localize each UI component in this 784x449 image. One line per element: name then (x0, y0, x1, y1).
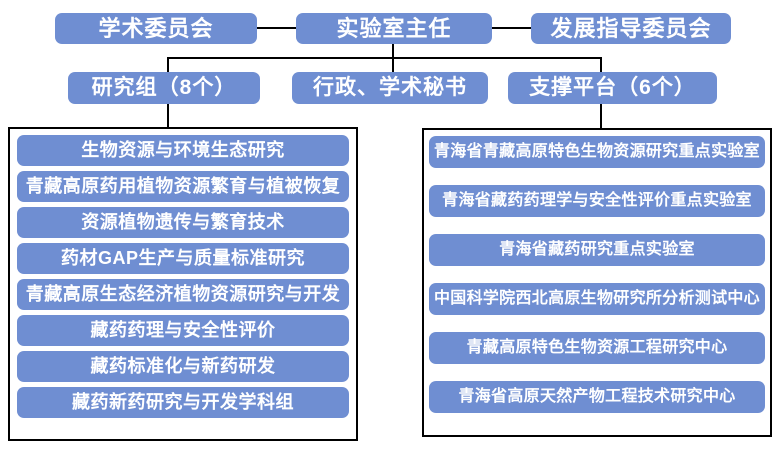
research-group-item: 藏药新药研究与开发学科组 (17, 387, 349, 418)
support-platform-item: 青海省藏药研究重点实验室 (429, 234, 765, 266)
research-group-item: 藏药标准化与新药研发 (17, 351, 349, 382)
support-platform-item-label: 青海省藏药药理学与安全性评价重点实验室 (442, 191, 752, 209)
box-lab-director: 实验室主任 (296, 13, 492, 44)
box-secretary-label: 行政、学术秘书 (313, 75, 467, 99)
research-group-item-label: 青藏高原药用植物资源繁育与植被恢复 (25, 176, 341, 197)
research-group-item-label: 生物资源与环境生态研究 (81, 140, 285, 161)
box-academic-committee: 学术委员会 (55, 13, 257, 44)
box-lab-director-label: 实验室主任 (336, 15, 452, 41)
research-group-item: 青藏高原药用植物资源繁育与植被恢复 (17, 171, 349, 202)
support-platform-item-label: 青海省青藏高原特色生物资源研究重点实验室 (433, 142, 760, 160)
connector-director-drop (392, 44, 394, 58)
connector-drop-research (167, 58, 169, 72)
connector-drop-secretary (392, 58, 394, 72)
connector-top-left (257, 27, 296, 29)
research-group-item: 青藏高原生态经济植物资源研究与开发 (17, 279, 349, 310)
research-group-item-label: 青藏高原生态经济植物资源研究与开发 (25, 284, 341, 305)
support-platform-item: 青藏高原特色生物资源工程研究中心 (429, 332, 765, 364)
connector-drop-support (600, 58, 602, 72)
support-platform-item-label: 青藏高原特色生物资源工程研究中心 (466, 338, 728, 356)
support-platform-item: 青海省高原天然产物工程技术研究中心 (429, 381, 765, 413)
research-group-item-label: 藏药标准化与新药研发 (90, 356, 276, 377)
connector-research-to-frame (167, 104, 169, 127)
connector-top-right (492, 27, 531, 29)
support-platform-item-label: 青海省高原天然产物工程技术研究中心 (458, 387, 736, 405)
box-support-platforms-header: 支撑平台（6个） (508, 72, 717, 104)
box-support-platforms-header-label: 支撑平台（6个） (529, 75, 696, 99)
research-group-item: 药材GAP生产与质量标准研究 (17, 243, 349, 274)
research-group-item: 资源植物遗传与繁育技术 (17, 207, 349, 238)
research-groups-panel: 生物资源与环境生态研究 青藏高原药用植物资源繁育与植被恢复 资源植物遗传与繁育技… (8, 127, 358, 441)
box-research-groups-header-label: 研究组（8个） (91, 75, 237, 99)
connector-support-to-frame (600, 104, 602, 128)
support-platform-item: 青海省藏药药理学与安全性评价重点实验室 (429, 185, 765, 217)
box-research-groups-header: 研究组（8个） (68, 72, 260, 104)
research-group-item-label: 药材GAP生产与质量标准研究 (60, 248, 305, 269)
research-group-item-label: 藏药新药研究与开发学科组 (72, 392, 294, 413)
support-platform-item-label: 青海省藏药研究重点实验室 (499, 240, 695, 258)
research-group-item: 生物资源与环境生态研究 (17, 135, 349, 166)
box-secretary: 行政、学术秘书 (292, 72, 488, 104)
support-platform-item-label: 中国科学院西北高原生物研究所分析测试中心 (433, 289, 760, 307)
research-group-item-label: 资源植物遗传与繁育技术 (81, 212, 285, 233)
research-group-item: 藏药药理与安全性评价 (17, 315, 349, 346)
box-academic-committee-label: 学术委员会 (98, 15, 214, 41)
support-platform-item: 中国科学院西北高原生物研究所分析测试中心 (429, 283, 765, 315)
box-development-committee: 发展指导委员会 (531, 13, 731, 44)
connector-main-horizontal (167, 57, 602, 59)
support-platform-item: 青海省青藏高原特色生物资源研究重点实验室 (429, 136, 765, 168)
support-platforms-panel: 青海省青藏高原特色生物资源研究重点实验室 青海省藏药药理学与安全性评价重点实验室… (422, 128, 772, 437)
box-development-committee-label: 发展指导委员会 (550, 15, 712, 41)
research-group-item-label: 藏药药理与安全性评价 (90, 320, 276, 341)
